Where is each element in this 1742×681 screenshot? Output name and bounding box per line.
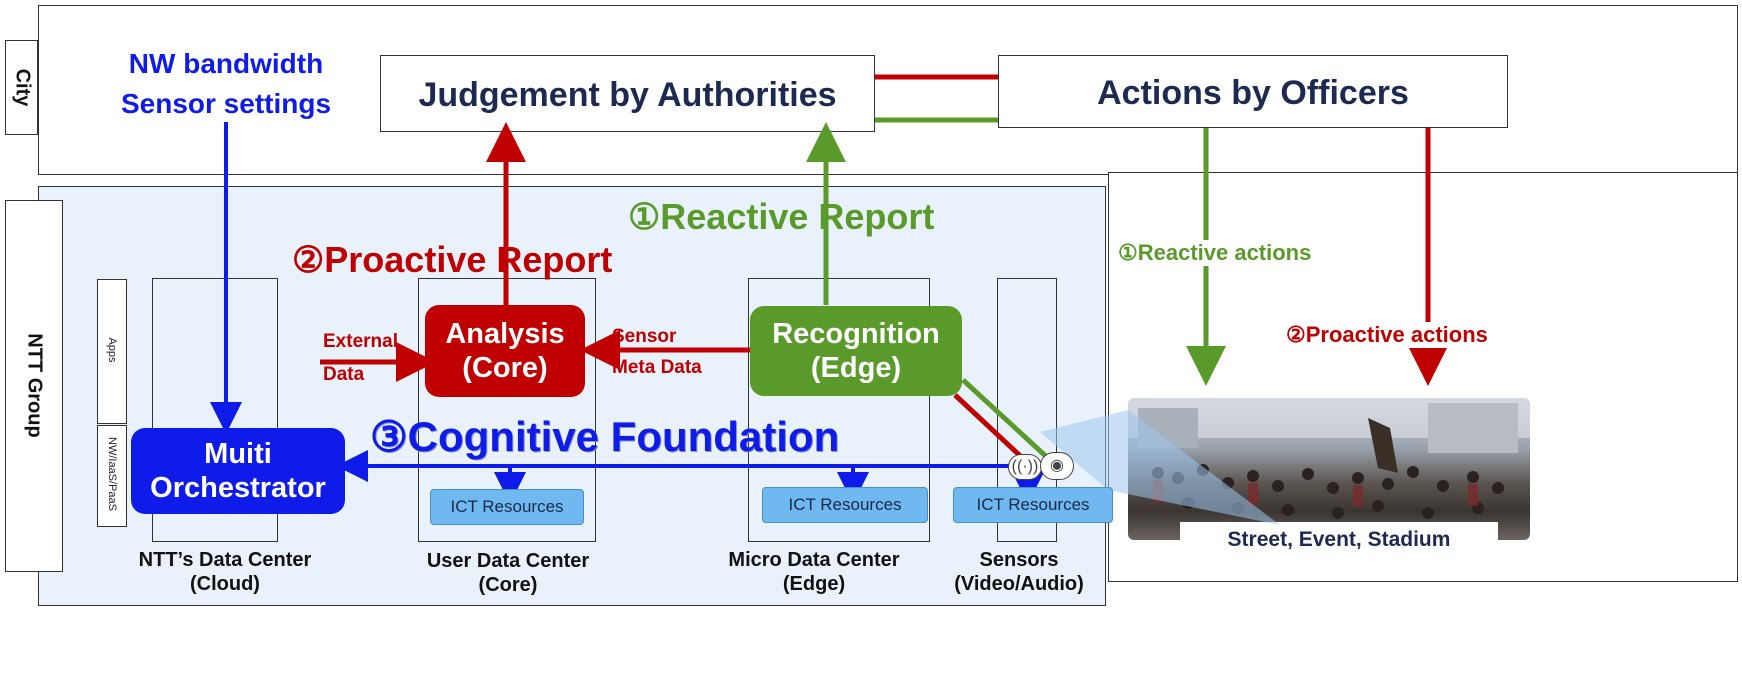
ntt-group-label-box — [5, 200, 63, 572]
recognition-line1: Recognition — [772, 317, 940, 350]
judgement-box — [380, 55, 875, 132]
proactive-actions-label: ②Proactive actions — [1284, 322, 1490, 348]
analysis-node: Analysis (Core) — [425, 305, 585, 397]
analysis-line2: (Core) — [462, 352, 548, 384]
judgement-label: Judgement by Authorities — [418, 76, 837, 114]
photo-caption: Street, Event, Stadium — [1227, 528, 1451, 551]
user-dc-line1: User Data Center — [426, 550, 590, 572]
orchestrator-line1: Muiti — [204, 437, 272, 470]
user-dc-caption: User Data Center (Core) — [396, 549, 620, 597]
sensor-green-diagonal — [961, 378, 1052, 462]
ict-resources-user: ICT Resources — [430, 489, 584, 525]
micro-dc-caption: Micro Data Center (Edge) — [698, 548, 930, 596]
sensors-line2: (Video/Audio) — [954, 573, 1084, 595]
recognition-node: Recognition (Edge) — [750, 306, 962, 396]
ict-resources-micro: ICT Resources — [762, 487, 928, 523]
micro-dc-line1: Micro Data Center — [728, 549, 900, 571]
audio-sensor-icon: ((·)) — [1008, 454, 1042, 480]
reactive-report-label: ①Reactive Report — [628, 196, 935, 237]
orchestrator-node: Muiti Orchestrator — [131, 428, 345, 514]
sensor-meta-line1: Sensor — [612, 326, 677, 347]
sensors-line1: Sensors — [979, 549, 1059, 571]
sensor-meta-line2: Meta Data — [612, 357, 702, 378]
nw-box — [97, 425, 127, 527]
micro-dc-line2: (Edge) — [782, 573, 846, 595]
actions-label: Actions by Officers — [1097, 74, 1409, 112]
city-label-box — [5, 40, 38, 135]
proactive-report-label: ②Proactive Report — [292, 239, 613, 280]
blue-note-line1: NW bandwidth — [128, 48, 324, 79]
user-dc-line2: (Core) — [478, 574, 538, 596]
ntt-dc-line1: NTT’s Data Center — [138, 549, 312, 571]
ntt-dc-caption: NTT’s Data Center (Cloud) — [110, 548, 340, 596]
cognitive-foundation-label: ③Cognitive Foundation — [370, 413, 840, 460]
camera-sensor-icon: ◉ — [1040, 452, 1074, 480]
reactive-actions-label: ①Reactive actions — [1116, 240, 1314, 266]
recognition-line2: (Edge) — [810, 352, 902, 384]
ntt-dc-line2: (Cloud) — [190, 573, 260, 595]
sensor-red-diagonal — [953, 393, 1032, 467]
orchestrator-line2: Orchestrator — [150, 472, 326, 504]
analysis-line1: Analysis — [445, 317, 565, 350]
external-data-line2: Data — [323, 364, 365, 385]
sensor-view-cone — [1040, 410, 1280, 525]
actions-box — [998, 55, 1508, 128]
ict-resources-sensors: ICT Resources — [953, 487, 1113, 523]
sensors-caption: Sensors (Video/Audio) — [944, 548, 1094, 596]
blue-note-line2: Sensor settings — [120, 88, 332, 119]
external-data-line1: External — [323, 331, 398, 352]
photo-caption-box — [1180, 522, 1498, 560]
apps-box — [97, 279, 127, 424]
